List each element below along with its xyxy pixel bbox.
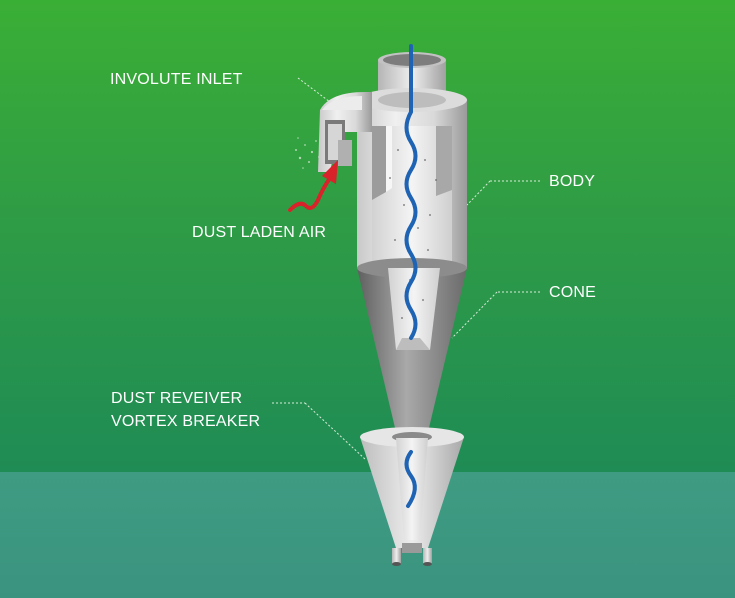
leader-lines bbox=[272, 77, 540, 461]
label-vortex-breaker: VORTEX BREAKER bbox=[111, 413, 261, 430]
red-arrow-icon bbox=[288, 160, 338, 212]
leader-involute-inlet bbox=[297, 77, 331, 103]
label-cone: CONE bbox=[549, 284, 597, 301]
vortex-breaker bbox=[392, 543, 432, 566]
label-dust-receiver: DUST REVEIVER bbox=[111, 390, 243, 407]
dust-specks-inside bbox=[389, 149, 437, 319]
spiral-airflow-icon bbox=[404, 44, 418, 508]
dust-particles bbox=[295, 137, 320, 169]
label-dust-laden-air: DUST LADEN AIR bbox=[192, 224, 327, 241]
label-involute-inlet: INVOLUTE INLET bbox=[110, 71, 243, 88]
label-body: BODY bbox=[549, 173, 596, 190]
dust-receiver-hopper bbox=[360, 427, 464, 548]
cyclone-cone bbox=[357, 258, 467, 432]
leader-cone-diag bbox=[451, 291, 498, 339]
cyclone-body bbox=[357, 88, 467, 268]
involute-inlet-duct bbox=[318, 92, 372, 172]
leader-body-diag bbox=[466, 180, 491, 206]
leader-dust-receiver-diag bbox=[304, 402, 367, 461]
background-lower bbox=[0, 472, 735, 598]
